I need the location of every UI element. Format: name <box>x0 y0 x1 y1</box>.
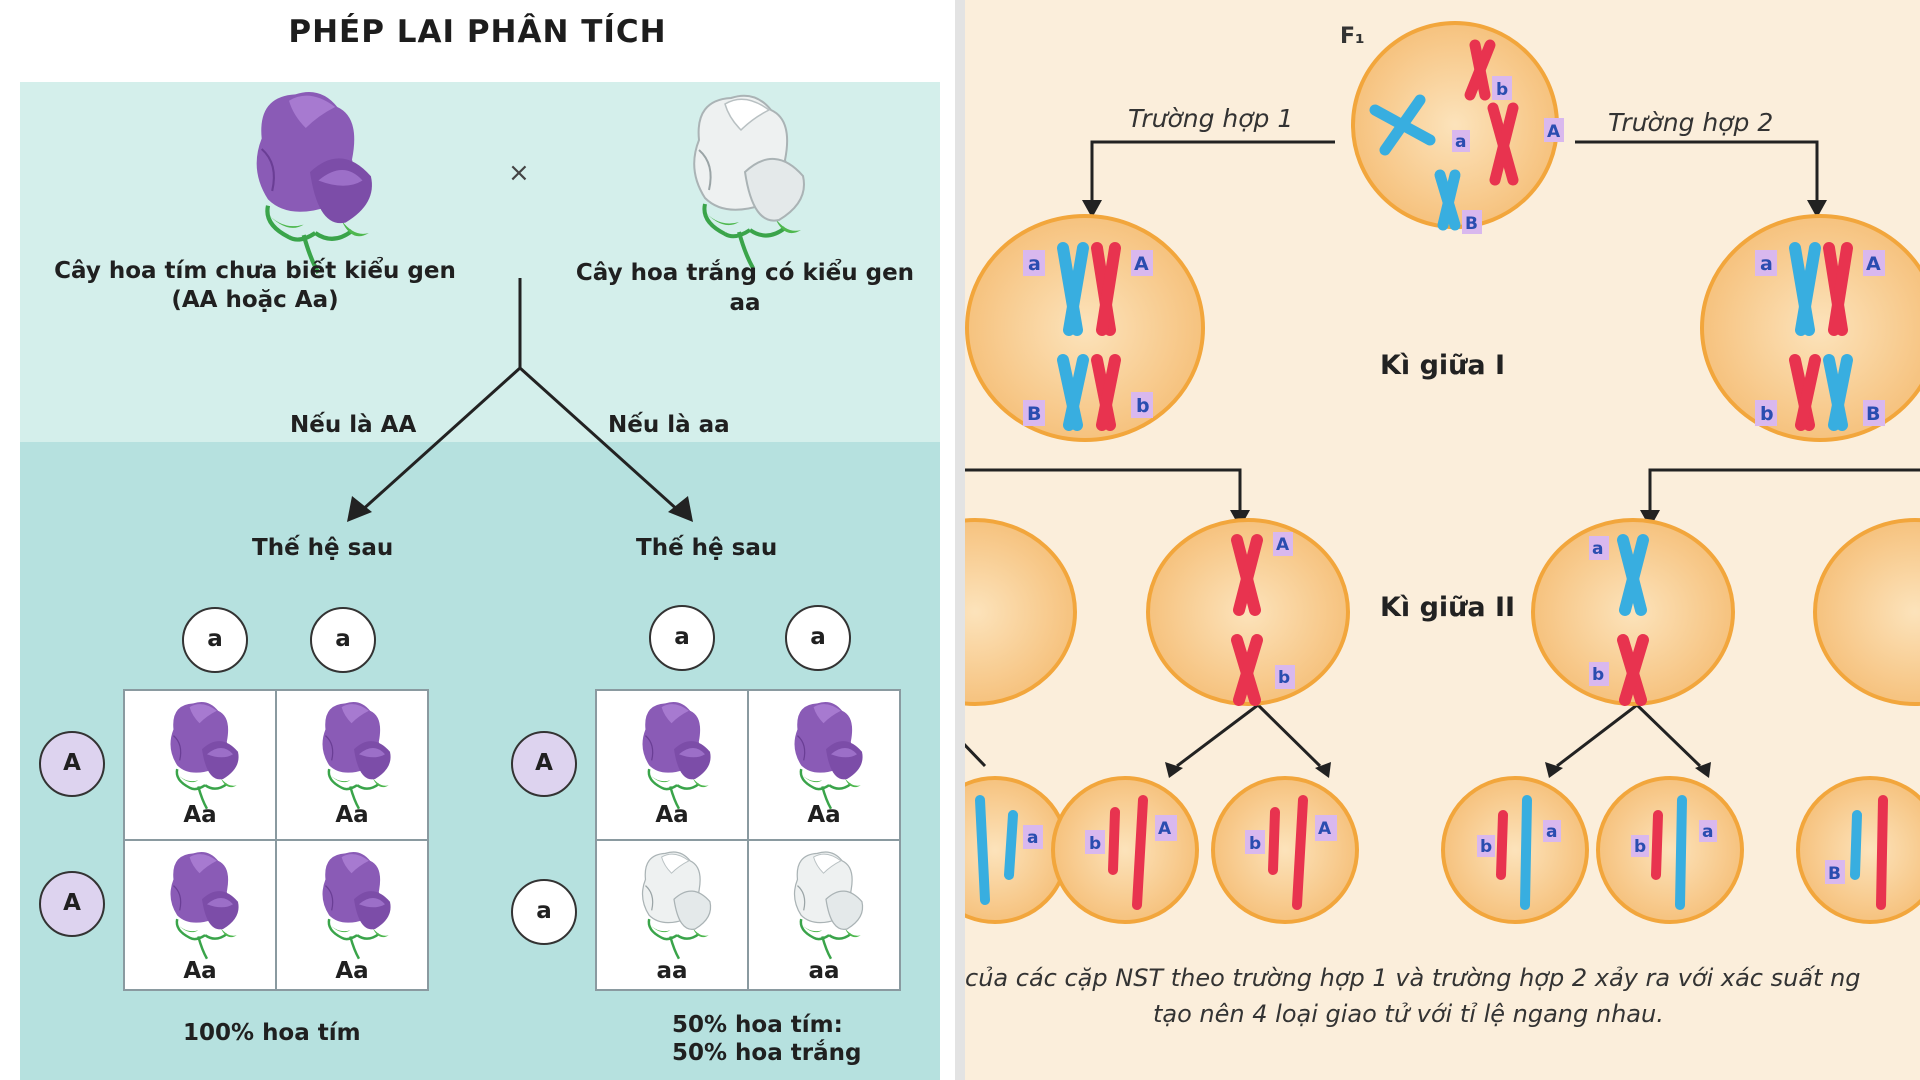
svg-text:a: a <box>1027 828 1038 848</box>
cell-genotype: aa <box>808 958 840 984</box>
svg-text:b: b <box>1278 668 1290 688</box>
allele-circle <box>182 607 248 673</box>
allele-letter: A <box>63 890 81 916</box>
result-right-line2: 50% hoa trắng <box>672 1040 862 1066</box>
cell-genotype: Aa <box>335 802 369 828</box>
cell-genotype: Aa <box>335 958 369 984</box>
cross-symbol: × <box>508 158 530 188</box>
allele-circle <box>511 879 577 945</box>
parent-white-genotype: aa <box>729 290 761 316</box>
parent-purple-label: Cây hoa tím chưa biết kiểu gen <box>54 258 456 284</box>
svg-text:A: A <box>1318 819 1332 839</box>
cell-genotype: aa <box>656 958 688 984</box>
branch-label-aa-dominant: Nếu là AA <box>290 412 417 438</box>
caption-line2: tạo nên 4 loại giao tử với tỉ lệ ngang n… <box>1153 1000 1664 1028</box>
allele-letter: a <box>674 624 690 650</box>
svg-text:b: b <box>1496 80 1508 100</box>
gamete-cell <box>1441 776 1589 924</box>
test-cross-graphics <box>20 82 940 1080</box>
svg-text:a: a <box>1592 539 1603 559</box>
allele-circle <box>649 605 715 671</box>
gamete-cell <box>1596 776 1744 924</box>
svg-text:A: A <box>1866 253 1881 275</box>
allele-circle <box>310 607 376 673</box>
branch-label-aa-recessive: Nếu là aa <box>608 412 730 438</box>
result-right-line1: 50% hoa tím: <box>672 1012 843 1038</box>
svg-text:b: b <box>1249 834 1261 854</box>
cell-metaphase2-right <box>1531 518 1735 706</box>
allele-letter: a <box>536 898 552 924</box>
allele-circle <box>785 605 851 671</box>
allele-letter: a <box>810 624 826 650</box>
gamete-cell <box>1051 776 1199 924</box>
svg-text:A: A <box>1276 535 1290 555</box>
svg-text:b: b <box>1592 665 1604 685</box>
cell-genotype: Aa <box>183 958 217 984</box>
generation-label-right: Thế hệ sau <box>636 535 778 561</box>
parent-white-label: Cây hoa trắng có kiểu gen <box>575 260 915 286</box>
svg-text:A: A <box>1547 122 1561 142</box>
svg-text:b: b <box>1760 403 1774 425</box>
chromosomes-metaphase2 <box>1231 534 1649 706</box>
svg-text:B: B <box>1866 403 1880 425</box>
allele-circle <box>39 731 105 797</box>
cell-genotype: Aa <box>655 802 689 828</box>
cell-genotype: Aa <box>183 802 217 828</box>
case1-label: Trường hợp 1 <box>1128 104 1294 133</box>
svg-text:A: A <box>1134 253 1149 275</box>
svg-text:b: b <box>1480 837 1492 857</box>
svg-text:a: a <box>1760 253 1773 275</box>
chromosomes-gametes <box>975 795 1888 910</box>
svg-text:b: b <box>1136 395 1150 417</box>
svg-text:b: b <box>1634 837 1646 857</box>
svg-text:a: a <box>1546 822 1557 842</box>
panel-divider <box>955 0 965 1080</box>
f1-label: F₁ <box>1340 24 1365 49</box>
allele-letter: A <box>63 750 81 776</box>
svg-text:B: B <box>1465 214 1478 234</box>
svg-text:B: B <box>1828 864 1841 884</box>
generation-label-left: Thế hệ sau <box>252 535 394 561</box>
caption-line1: của các cặp NST theo trường hợp 1 và trư… <box>965 964 1861 992</box>
allele-circle <box>39 871 105 937</box>
allele-letter: A <box>535 750 553 776</box>
metaphase2-label: Kì giữa II <box>1380 592 1516 623</box>
cell-genotype: Aa <box>807 802 841 828</box>
allele-letter: a <box>207 626 223 652</box>
svg-text:b: b <box>1089 834 1101 854</box>
cell-metaphase2-left <box>1146 518 1350 706</box>
chromosomes-metaphase1 <box>1057 242 1853 431</box>
allele-circle <box>511 731 577 797</box>
gamete-cell <box>1211 776 1359 924</box>
svg-text:a: a <box>1455 132 1466 152</box>
chromosomes-f1 <box>1369 39 1519 231</box>
case2-label: Trường hợp 2 <box>1608 108 1774 137</box>
svg-text:a: a <box>1702 822 1713 842</box>
allele-letter: a <box>335 626 351 652</box>
test-cross-panel: PHÉP LAI PHÂN TÍCH × Cây hoa tím chưa bi… <box>0 0 955 1080</box>
result-left: 100% hoa tím <box>183 1020 361 1046</box>
diagram-title: PHÉP LAI PHÂN TÍCH <box>288 14 667 50</box>
parent-purple-genotype: (AA hoặc Aa) <box>171 287 339 313</box>
svg-text:A: A <box>1158 819 1172 839</box>
metaphase1-label: Kì giữa I <box>1380 350 1506 381</box>
svg-text:B: B <box>1027 403 1041 425</box>
svg-text:a: a <box>1028 253 1041 275</box>
